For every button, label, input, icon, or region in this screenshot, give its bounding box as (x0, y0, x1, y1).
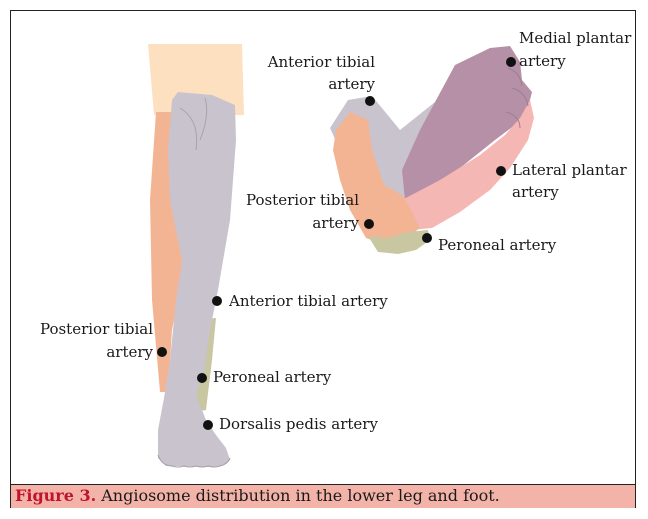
label-leg-peroneal: Peroneal artery (213, 368, 332, 386)
marker-foot-anterior-tibial (365, 96, 375, 106)
label-foot-medial-plantar-1: Medial plantar (519, 29, 632, 47)
marker-leg-posterior-tibial (157, 347, 167, 357)
marker-foot-peroneal (422, 233, 432, 243)
marker-leg-anterior-tibial (212, 296, 222, 306)
label-foot-posterior-tibial-2: artery (312, 214, 359, 232)
label-leg-anterior-tibial: Anterior tibial artery (228, 292, 388, 310)
leg-illustration (148, 44, 244, 467)
figure-caption-text: Angiosome distribution in the lower leg … (96, 486, 500, 505)
marker-foot-lateral-plantar (496, 166, 506, 176)
figure-caption: Figure 3. Angiosome distribution in the … (11, 484, 635, 508)
label-leg-posterior-tibial-2: artery (106, 343, 153, 361)
label-foot-anterior-tibial-1: Anterior tibial (267, 53, 376, 71)
label-foot-lateral-plantar-2: artery (512, 183, 559, 201)
figure-label: Figure 3. (15, 486, 96, 505)
label-leg-posterior-tibial-1: Posterior tibial (40, 320, 153, 338)
label-leg-dorsalis-pedis: Dorsalis pedis artery (219, 415, 378, 433)
leg-labels: Anterior tibial artery Posterior tibial … (40, 292, 388, 433)
marker-leg-dorsalis-pedis (203, 420, 213, 430)
marker-foot-posterior-tibial (364, 219, 374, 229)
label-foot-anterior-tibial-2: artery (328, 75, 375, 93)
label-foot-peroneal: Peroneal artery (438, 236, 557, 254)
label-foot-medial-plantar-2: artery (519, 52, 566, 70)
marker-leg-peroneal (197, 373, 207, 383)
label-foot-lateral-plantar-1: Lateral plantar (512, 161, 627, 179)
label-foot-posterior-tibial-1: Posterior tibial (246, 191, 359, 209)
marker-foot-medial-plantar (506, 57, 516, 67)
